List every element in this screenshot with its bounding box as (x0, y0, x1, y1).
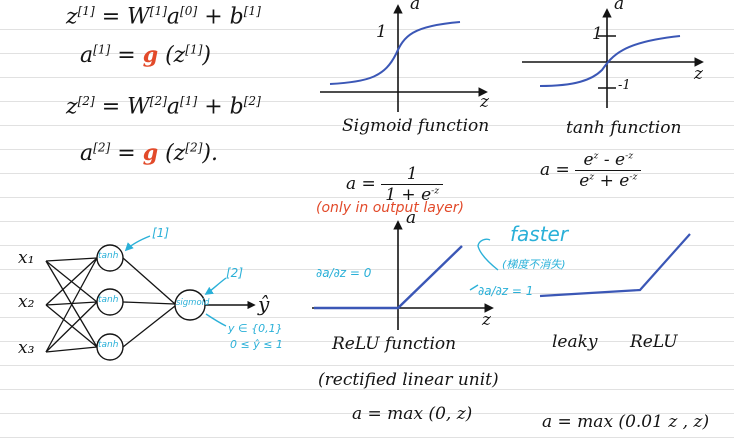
sigmoid-note: (only in output layer) (316, 200, 464, 216)
relu-derivative-right: ∂a/∂z = 1 (478, 284, 534, 298)
relu-derivative-left: ∂a/∂z = 0 (316, 266, 372, 280)
equation-z1: z[1] = W[1]a[0] + b[1] (66, 4, 261, 30)
input-x2: x₂ (18, 292, 35, 312)
output-note-prob: 0 ≤ ŷ ≤ 1 (230, 338, 283, 351)
hidden-node-3-label: tanh (98, 340, 119, 350)
equation-z2: z[2] = W[2]a[1] + b[2] (66, 94, 261, 120)
input-x3: x₃ (18, 338, 35, 358)
tanh-tick-neg: -1 (618, 78, 631, 93)
relu-formula: a = max (0, z) (352, 404, 473, 424)
relu-axis-z-label: z (482, 310, 491, 330)
leaky-relu-line (539, 233, 691, 298)
sigmoid-curve (329, 21, 461, 85)
relu-line (314, 245, 463, 310)
hidden-node-2-label: tanh (98, 295, 119, 305)
relu-axis-a-label: a (406, 208, 417, 228)
relu-caption: ReLU function (332, 334, 457, 354)
tanh-graph (522, 8, 704, 108)
sigmoid-formula: a = 1 1 + e-z (346, 164, 444, 205)
output-note-range: y ∈ {0,1} (228, 322, 283, 335)
equation-a2: a[2] = g (z[2]). (80, 140, 218, 166)
sigmoid-caption: Sigmoid function (342, 116, 490, 136)
hidden-node-1-label: tanh (98, 251, 119, 261)
sigmoid-fraction: 1 1 + e-z (381, 164, 444, 205)
equation-a1: a[1] = g (z[1]) (80, 42, 212, 68)
output-y-hat: ŷ (258, 292, 270, 316)
leaky-relu-caption-2: ReLU (630, 332, 678, 352)
output-node-label: sigmoid (176, 298, 210, 308)
tanh-caption: tanh function (566, 118, 682, 138)
hidden-node-3 (96, 333, 124, 361)
sigmoid-axis-z-label: z (480, 92, 489, 112)
hidden-node-1 (96, 244, 124, 272)
relu-faster-detail: (梯度不消失) (502, 258, 566, 271)
sigmoid-tick-one: 1 (376, 22, 387, 42)
layer-2-label: [2] (226, 266, 243, 280)
network-diagram (45, 235, 256, 361)
sigmoid-axis-a-label: a (410, 0, 421, 14)
tanh-axis-a-label: a (614, 0, 625, 14)
tanh-tick-one: 1 (592, 24, 603, 44)
tanh-formula: a = ez - e-z ez + e-z (540, 150, 642, 191)
input-x1: x₁ (18, 248, 35, 268)
leaky-relu-formula: a = max (0.01 z , z) (542, 412, 710, 432)
relu-subcaption: (rectified linear unit) (318, 370, 499, 390)
leaky-relu-caption-1: leaky (552, 332, 598, 352)
hidden-node-2 (96, 288, 124, 316)
tanh-curve (539, 35, 681, 87)
tanh-fraction: ez - e-z ez + e-z (575, 150, 642, 191)
relu-faster-note: faster (510, 222, 569, 246)
layer-1-label: [1] (152, 226, 169, 240)
relu-graph (312, 220, 499, 330)
sigmoid-graph (320, 4, 488, 112)
tanh-axis-z-label: z (694, 64, 703, 84)
